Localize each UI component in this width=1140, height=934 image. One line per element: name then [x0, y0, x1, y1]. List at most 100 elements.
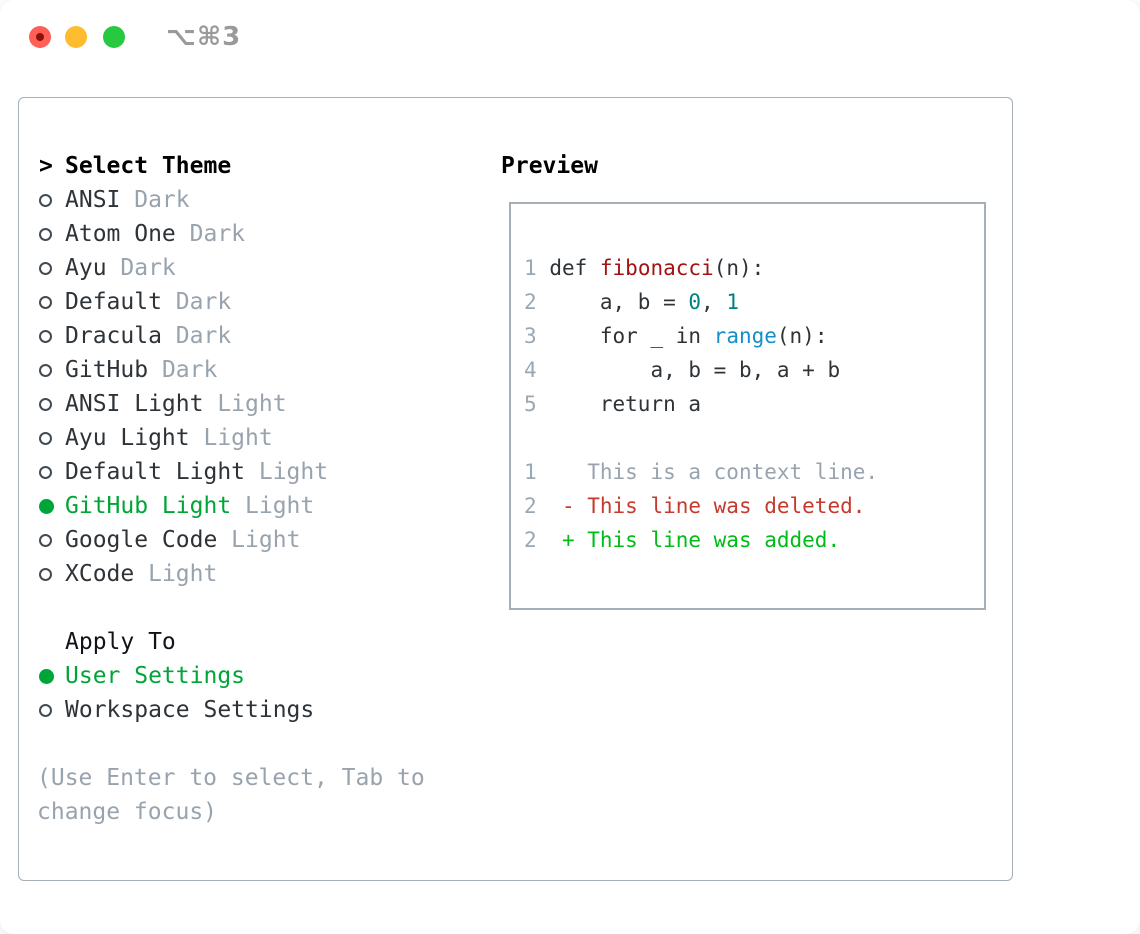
theme-variant: Dark: [161, 289, 232, 315]
help-text: (Use Enter to select, Tab to change focu…: [37, 765, 425, 825]
theme-name: Atom One: [65, 221, 176, 247]
code-segment-plain: (n):: [713, 256, 765, 280]
theme-variant: Light: [203, 391, 287, 417]
theme-variant: Light: [189, 425, 273, 451]
code-segment-number: 1: [726, 290, 739, 314]
theme-item[interactable]: Default Dark: [39, 285, 489, 319]
theme-name: Ayu: [65, 255, 107, 281]
theme-name: Dracula: [65, 323, 162, 349]
line-number: 1: [524, 460, 537, 484]
theme-item[interactable]: Dracula Dark: [39, 319, 489, 353]
apply-to-option[interactable]: Workspace Settings: [39, 693, 489, 727]
code-segment-deleted: - This line was deleted.: [536, 494, 866, 518]
theme-item[interactable]: Atom One Dark: [39, 217, 489, 251]
line-number: 3: [524, 324, 537, 348]
theme-item-label: GitHub Dark: [65, 357, 217, 383]
theme-item-label: ANSI Light Light: [65, 391, 287, 417]
code-segment-plain: return a: [536, 392, 702, 416]
code-segment-function: fibonacci: [599, 256, 714, 280]
theme-variant: Dark: [161, 323, 232, 349]
code-segment-builtin: range: [713, 324, 777, 348]
theme-item[interactable]: GitHub Dark: [39, 353, 489, 387]
preview-title: Preview: [501, 153, 598, 179]
prompt-icon: >: [39, 153, 53, 179]
apply-to-header: Apply To: [39, 625, 489, 659]
theme-item[interactable]: Google Code Light: [39, 523, 489, 557]
radio-selected-icon: [39, 668, 65, 684]
apply-to-option-name: Workspace Settings: [65, 697, 315, 723]
theme-list-header: > Select Theme: [39, 149, 489, 183]
spacer: [39, 727, 489, 761]
code-segment-plain: (n):: [776, 324, 828, 348]
theme-list-title: Select Theme: [65, 153, 232, 179]
theme-item[interactable]: XCode Light: [39, 557, 489, 591]
theme-variant: Dark: [148, 357, 218, 383]
apply-to-title: Apply To: [65, 629, 176, 655]
theme-name: XCode: [65, 561, 135, 587]
code-line: 4 a, b = b, a + b: [524, 353, 974, 387]
code-segment-plain: a, b =: [536, 290, 689, 314]
theme-variant: Dark: [120, 187, 190, 213]
code-segment-plain: for _ in: [536, 324, 714, 348]
theme-name: Ayu Light: [65, 425, 190, 451]
radio-unselected-icon: [39, 533, 65, 547]
line-number: 1: [524, 256, 537, 280]
theme-item-label: Atom One Dark: [65, 221, 245, 247]
theme-name: GitHub: [65, 357, 149, 383]
apply-to-option-name: User Settings: [65, 663, 246, 689]
apply-to-label: User Settings: [65, 663, 245, 689]
radio-unselected-icon: [39, 261, 65, 275]
theme-item[interactable]: Ayu Light Light: [39, 421, 489, 455]
code-segment-keyword: def: [549, 256, 600, 280]
theme-item[interactable]: Default Light Light: [39, 455, 489, 489]
theme-variant: Light: [217, 527, 301, 553]
theme-variant: Dark: [106, 255, 176, 281]
theme-variant: Dark: [175, 221, 246, 247]
theme-item-label: Dracula Dark: [65, 323, 231, 349]
apply-to-option[interactable]: User Settings: [39, 659, 489, 693]
theme-name: GitHub Light: [65, 493, 232, 519]
theme-name: ANSI Light: [65, 391, 204, 417]
theme-item[interactable]: ANSI Light Light: [39, 387, 489, 421]
line-number: 5: [524, 392, 537, 416]
radio-selected-icon: [39, 498, 65, 514]
window-title: ⌥⌘3: [166, 22, 242, 52]
radio-unselected-icon: [39, 567, 65, 581]
radio-unselected-icon: [39, 193, 65, 207]
radio-unselected-icon: [39, 363, 65, 377]
radio-unselected-icon: [39, 397, 65, 411]
code-line: 2 + This line was added.: [524, 523, 974, 557]
code-line: 1 def fibonacci(n):: [524, 251, 974, 285]
theme-item[interactable]: Ayu Dark: [39, 251, 489, 285]
minimize-button[interactable]: [65, 26, 87, 48]
theme-item[interactable]: GitHub Light Light: [39, 489, 489, 523]
code-line: 3 for _ in range(n):: [524, 319, 974, 353]
theme-item-label: XCode Light: [65, 561, 217, 587]
theme-variant: Light: [134, 561, 218, 587]
radio-unselected-icon: [39, 295, 65, 309]
theme-item-label: Ayu Light Light: [65, 425, 273, 451]
code-segment-plain: [537, 256, 550, 280]
title-bar: ⌥⌘3: [0, 0, 1140, 70]
spacer: [39, 591, 489, 625]
theme-item-label: GitHub Light Light: [65, 493, 314, 519]
theme-item-label: Google Code Light: [65, 527, 300, 553]
code-segment-context: This is a context line.: [536, 460, 879, 484]
radio-unselected-icon: [39, 431, 65, 445]
theme-item-label: Ayu Dark: [65, 255, 176, 281]
theme-item[interactable]: ANSI Dark: [39, 183, 489, 217]
line-number: 2: [524, 528, 537, 552]
maximize-button[interactable]: [103, 26, 125, 48]
radio-unselected-icon: [39, 703, 65, 717]
close-button[interactable]: [29, 26, 51, 48]
radio-unselected-icon: [39, 465, 65, 479]
close-dot-icon: [36, 33, 44, 41]
theme-name: ANSI: [65, 187, 121, 213]
code-line: 2 - This line was deleted.: [524, 489, 974, 523]
theme-variant: Light: [245, 459, 329, 485]
